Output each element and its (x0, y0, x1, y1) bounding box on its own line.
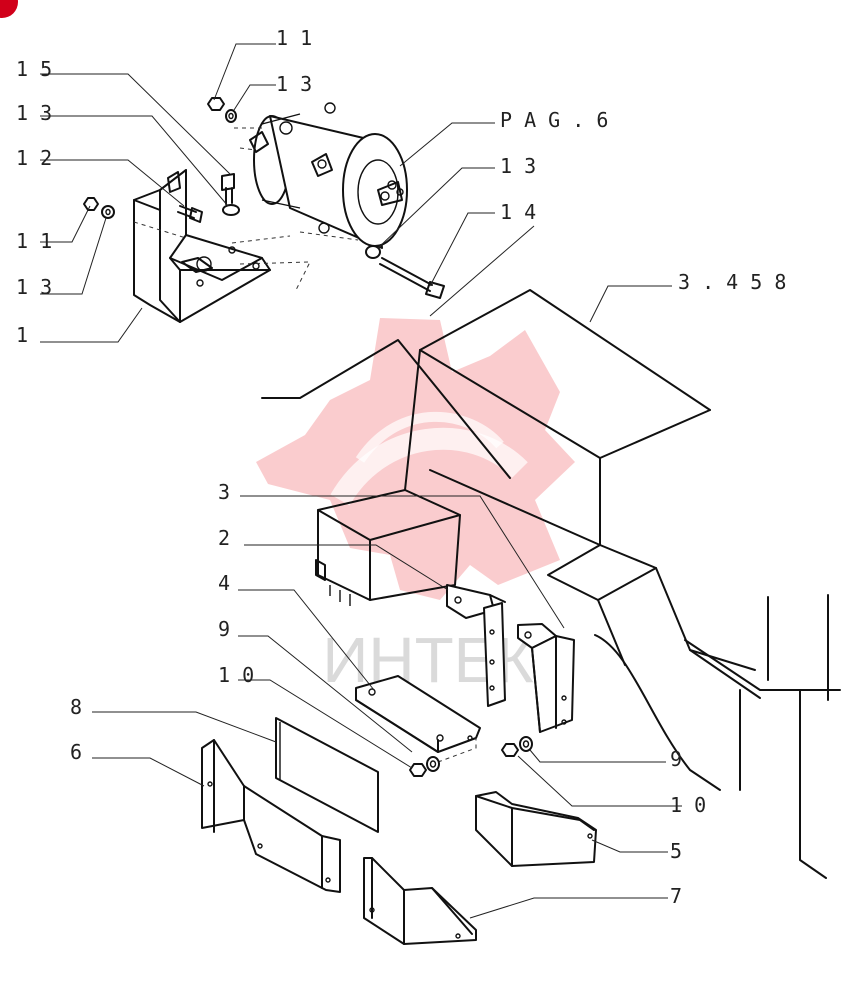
fasteners-bottom (409, 736, 533, 777)
bracket-3 (517, 623, 575, 733)
callout-13-left-top: 1 3 (16, 101, 52, 125)
bolt-14 (379, 257, 445, 299)
callout-12: 1 2 (16, 146, 52, 170)
washer-9-left (426, 756, 440, 772)
bolt-12 (177, 205, 203, 223)
washer-13-mid (222, 204, 240, 216)
callout-3: 3 (218, 480, 230, 504)
callout-13-right: 1 3 (500, 154, 536, 178)
panel-8 (275, 717, 379, 833)
callout-9-right: 9 (670, 747, 682, 771)
washer-13-right (365, 245, 381, 259)
callout-11-left: 1 1 (16, 229, 52, 253)
callout-4: 4 (218, 571, 230, 595)
nut-11-top (207, 97, 225, 111)
callout-7: 7 (670, 884, 682, 908)
bracket-7 (363, 857, 477, 945)
callout-13-left-bottom: 1 3 (16, 275, 52, 299)
callout-15: 1 5 (16, 57, 52, 81)
corner-badge (0, 0, 18, 18)
callout-2: 2 (218, 526, 230, 550)
callout-labels: 1 1 1 3 P A G . 6 1 5 1 3 1 2 1 3 1 4 1 … (16, 26, 786, 908)
nut-10-right (501, 743, 519, 757)
cover-5 (475, 791, 597, 867)
bolt-15 (221, 173, 235, 205)
washer-13-left (101, 205, 115, 219)
nut-11-left (83, 197, 99, 211)
callout-13-top: 1 3 (276, 72, 312, 96)
callout-10-left: 1 0 (218, 663, 254, 687)
callout-1: 1 (16, 323, 28, 347)
leader-lines (40, 43, 682, 919)
callout-6: 6 (70, 740, 82, 764)
fasteners-top (83, 97, 445, 299)
callout-3458: 3 . 4 5 8 (678, 270, 786, 294)
bracket-1 (133, 169, 311, 323)
callout-5: 5 (670, 839, 682, 863)
washer-13-top (225, 109, 237, 123)
washer-9-right (519, 736, 533, 752)
callout-9-left: 9 (218, 617, 230, 641)
cover-6 (201, 739, 341, 893)
callout-11-top: 1 1 (276, 26, 312, 50)
plate-4 (355, 675, 481, 763)
callout-14: 1 4 (500, 200, 536, 224)
bracket-2 (446, 584, 506, 707)
tractor-body-outline (261, 289, 841, 879)
callout-8: 8 (70, 695, 82, 719)
nut-10-left (409, 763, 427, 777)
callout-10-right: 1 0 (670, 793, 706, 817)
starter-motor (234, 102, 408, 249)
callout-pag6: P A G . 6 (500, 108, 608, 132)
